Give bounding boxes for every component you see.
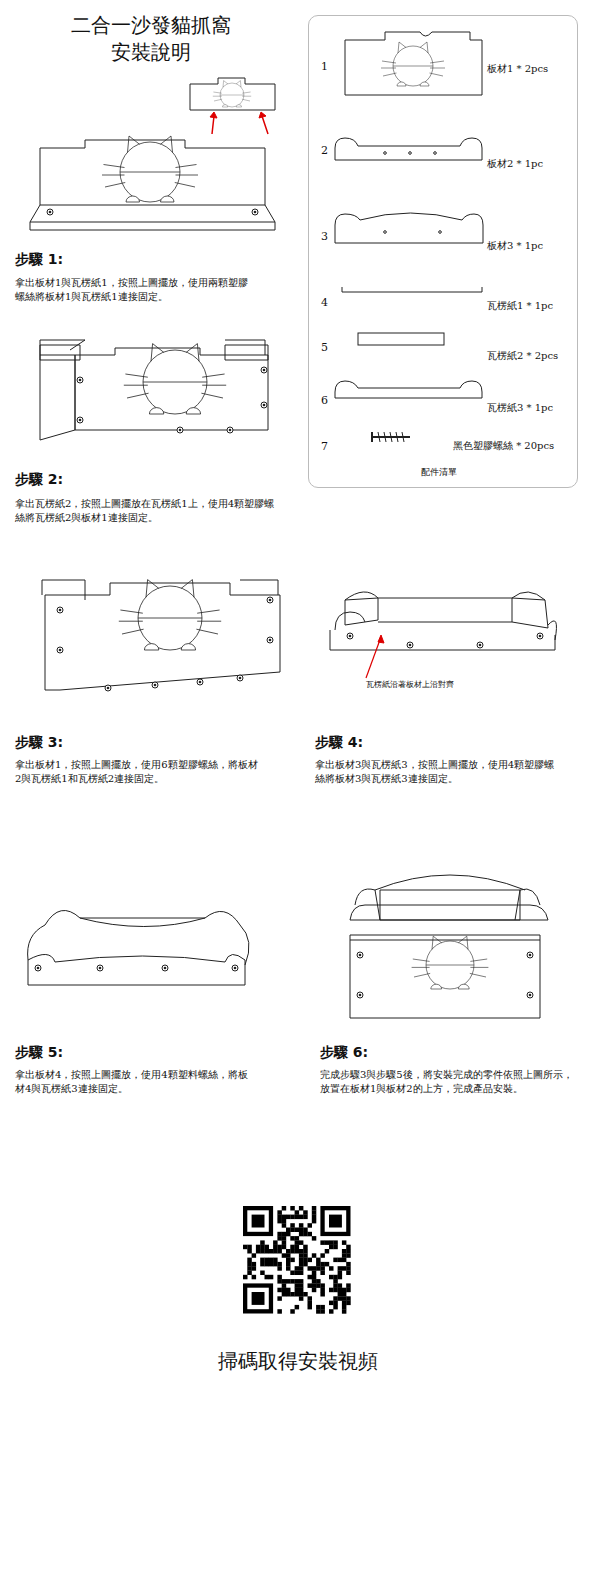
callout-number: 4 [321, 296, 328, 311]
part-label: 瓦楞紙2 * 2pcs [487, 349, 558, 363]
part-label: 板材3 * 1pc [487, 239, 543, 253]
callout-number: 3 [321, 230, 328, 245]
part-label: 瓦楞紙1 * 1pc [487, 299, 553, 313]
part-label: 瓦楞紙3 * 1pc [487, 401, 553, 415]
callout-note: 瓦楞紙沿著板材上沿對齊 [366, 680, 454, 691]
part-label: 板材2 * 1pc [487, 157, 543, 171]
callout-number: 1 [321, 60, 328, 75]
step-text: 拿出板材3與瓦楞紙3，按照上圖擺放，使用4顆塑膠螺絲將板材3與瓦楞紙3連接固定。 [315, 758, 555, 785]
callout-number: 6 [321, 394, 328, 409]
step-heading: 步驟 2: [15, 470, 63, 489]
box-caption: 配件清單 [421, 466, 457, 478]
callout-number: 7 [321, 440, 328, 455]
step-text: 拿出板材1與瓦楞紙1，按照上圖擺放，使用兩顆塑膠螺絲將板材1與瓦楞紙1連接固定。 [15, 276, 253, 303]
step-heading: 步驟 5: [15, 1043, 63, 1062]
step-heading: 步驟 6: [320, 1043, 368, 1062]
part-label: 板材1 * 2pcs [487, 62, 548, 76]
step-text: 拿出板材1，按照上圖擺放，使用6顆塑膠螺絲，將板材2與瓦楞紙1和瓦楞紙2連接固定… [15, 758, 263, 785]
parts-list-box: 1 板材1 * 2pcs 2 板材2 * 1pc 3 板材3 * 1pc 4 瓦楞紙1 * 1… [308, 15, 578, 488]
qr-caption: 掃碼取得安裝視頻 [0, 1348, 595, 1375]
callout-number: 5 [321, 341, 328, 356]
step-text: 拿出板材4，按照上圖擺放，使用4顆塑料螺絲，將板材4與瓦楞紙3連接固定。 [15, 1068, 250, 1095]
title: 二合一沙發貓抓窩 安裝說明 [62, 12, 240, 66]
part-label: 黑色塑膠螺絲 * 20pcs [453, 439, 554, 453]
step-text: 完成步驟3與步驟5後，將安裝完成的零件依照上圖所示，放置在板材1與板材2的上方，… [320, 1068, 582, 1095]
step-heading: 步驟 1: [15, 250, 63, 269]
step-text: 拿出瓦楞紙2，按照上圖擺放在瓦楞紙1上，使用4顆塑膠螺絲將瓦楞紙2與板材1連接固… [15, 497, 275, 524]
step-heading: 步驟 3: [15, 733, 63, 752]
step-heading: 步驟 4: [315, 733, 363, 752]
callout-number: 2 [321, 144, 328, 159]
